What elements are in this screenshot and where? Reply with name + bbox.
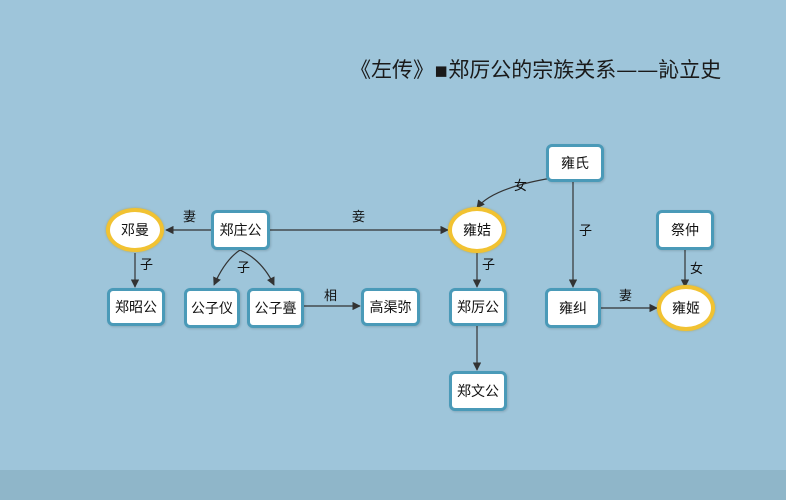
node-gongziyi-label: 公子仪 [191,301,233,317]
node-wengong-label: 郑文公 [457,384,499,400]
relation-son-ligong: 子 [482,258,496,273]
node-yongji-gu-label: 雍姞 [463,223,491,239]
bottom-strip [0,470,786,500]
node-yongji-label: 雍姬 [672,301,700,317]
relation-daughter-yongji-gu: 女 [514,179,528,194]
node-yongjiu-label: 雍纠 [559,301,587,317]
node-gaoqumi: 高渠弥 [361,288,420,326]
node-yongshi-label: 雍氏 [561,156,589,172]
node-zhaogong-label: 郑昭公 [115,300,157,316]
edge-zhuanggong-to-gongziwei [239,249,275,286]
edge-zhuanggong-to-gongziyi [213,249,241,286]
relation-minister-gaoqumi: 相 [324,289,338,304]
node-ligong-label: 郑厉公 [457,300,499,316]
relation-daughter-yongji: 女 [690,262,704,277]
node-yongjiu: 雍纠 [545,288,601,328]
diagram-title: 《左传》▪郑厉公的宗族关系——訫立史 [350,58,722,82]
node-gongziyi: 公子仪 [184,288,240,328]
relation-son-zhaogong: 子 [140,258,154,273]
relation-concubine-yongji-gu: 妾 [352,210,366,225]
node-zhaigong-label: 祭仲 [671,223,699,239]
node-dengman-label: 邓曼 [121,223,149,239]
node-zhaigong: 祭仲 [656,210,714,250]
node-ligong: 郑厉公 [449,288,507,326]
node-gongziwei-label: 公子亹 [254,301,297,317]
node-wengong: 郑文公 [449,371,507,411]
relation-wife-dengman: 妻 [183,210,197,225]
node-yongshi: 雍氏 [546,144,604,182]
node-gaoqumi-label: 高渠弥 [369,300,412,316]
node-zhuanggong-label: 郑庄公 [219,223,262,239]
relation-wife-yongji: 妻 [619,289,633,304]
node-zhuanggong: 郑庄公 [211,210,270,250]
node-yongji-gu: 雍姞 [448,207,506,253]
relation-son-gongzi: 子 [237,261,251,276]
node-yongji: 雍姬 [657,285,715,331]
node-dengman: 邓曼 [106,208,164,252]
node-zhaogong: 郑昭公 [107,288,165,326]
relation-son-yongjiu: 子 [579,224,593,239]
node-gongziwei: 公子亹 [247,288,304,328]
edge-yongshi-to-yongji-gu [476,177,553,209]
